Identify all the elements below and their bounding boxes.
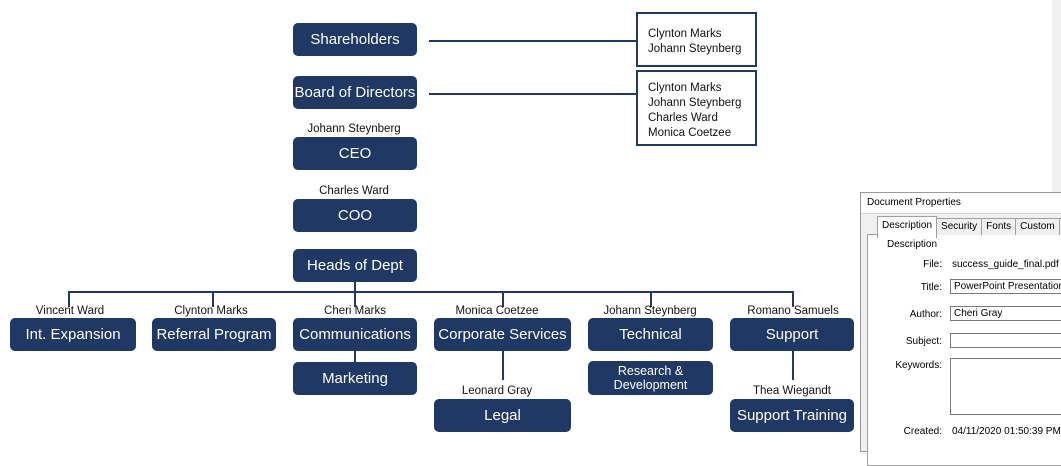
member: Clynton Marks [648,82,722,94]
shareholders-members: Clynton Marks Johann Steynberg [636,12,757,67]
connector-support-training [792,350,794,380]
member: Monica Coetzee [648,127,732,139]
support-training-head-name: Thea Wiegandt [753,385,831,397]
heads-box: Heads of Dept [293,249,417,282]
dept-box-referral: Referral Program [152,318,276,351]
dept-box-support: Support [730,318,854,351]
dept-head-name: Monica Coetzee [455,305,539,317]
subject-field[interactable] [950,333,1061,348]
drop-6 [792,291,794,307]
legal-box: Legal [434,399,571,432]
created-value: 04/11/2020 01:50:39 PM [952,426,1061,437]
drop-2 [212,291,214,307]
shareholders-box: Shareholders [293,23,417,56]
drop-3 [354,291,356,307]
coo-name: Charles Ward [319,185,389,197]
member: Clynton Marks [648,28,722,40]
tab-description[interactable]: Description [877,216,938,238]
member: Charles Ward [648,112,718,124]
dept-box-int-expansion: Int. Expansion [10,318,136,351]
ceo-box: CEO [293,137,417,170]
dept-head-name: Johann Steynberg [603,305,697,317]
created-label: Created: [903,426,942,437]
rnd-box: Research & Development [588,361,713,395]
coo-box: COO [293,199,417,232]
board-box: Board of Directors [293,76,417,109]
dept-head-name: Clynton Marks [174,305,248,317]
title-label: Title: [920,282,942,293]
group-label: Description [885,239,940,250]
drop-4 [502,291,504,307]
connector-shareholders [429,40,636,42]
tab-custom[interactable]: Custom [1015,218,1060,235]
dialog-title: Document Properties [861,193,1061,214]
member: Johann Steynberg [648,97,742,109]
connector-corp-legal [502,350,504,380]
keywords-field[interactable] [950,358,1061,415]
member: Johann Steynberg [648,43,742,55]
board-members: Clynton Marks Johann Steynberg Charles W… [636,70,757,146]
file-label: File: [923,259,942,270]
author-label: Author: [909,309,942,320]
tab-security[interactable]: Security [936,218,983,235]
keywords-label: Keywords: [895,360,942,371]
support-training-box: Support Training [730,399,854,432]
dept-box-technical: Technical [588,318,713,351]
drop-1 [68,291,70,307]
connector-heads-down [354,282,356,292]
connector-board [429,93,636,95]
drop-5 [650,291,652,307]
legal-head-name: Leonard Gray [461,385,533,397]
title-field[interactable]: PowerPoint Presentation [950,279,1061,294]
author-field[interactable]: Cheri Gray [950,306,1061,321]
dept-head-name: Vincent Ward [35,305,105,317]
tab-advanced[interactable]: Ad [1058,218,1061,235]
dept-box-communications: Communications [293,318,417,351]
dept-box-corporate: Corporate Services [434,318,571,351]
file-value: success_guide_final.pdf [952,259,1059,270]
marketing-box: Marketing [293,362,417,395]
tab-bar: Description Security Fonts Custom Ad [877,216,1061,238]
connector-comm-marketing [354,350,356,362]
ceo-name: Johann Steynberg [307,123,401,135]
subject-label: Subject: [905,336,942,347]
dept-head-name: Romano Samuels [747,305,839,317]
tab-fonts[interactable]: Fonts [981,218,1017,235]
connector-horizontal [68,291,793,293]
dept-head-name: Cheri Marks [324,305,386,317]
